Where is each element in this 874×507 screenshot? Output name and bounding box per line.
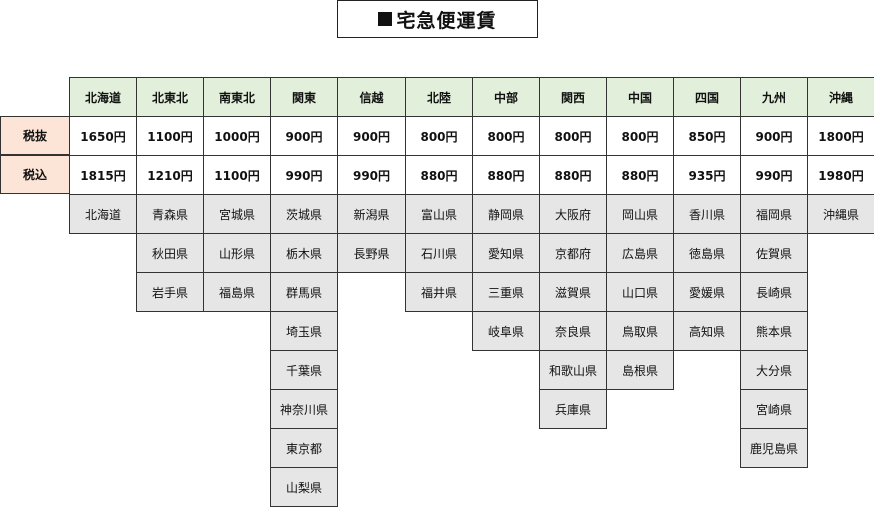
- prefecture-cell: 山口県: [606, 272, 674, 312]
- prefecture-cell: 滋賀県: [539, 272, 607, 312]
- prefecture-cell: 鳥取県: [606, 311, 674, 351]
- price-excl-cell: 900円: [270, 116, 338, 156]
- prefecture-cell: 奈良県: [539, 311, 607, 351]
- price-excl-cell: 800円: [606, 116, 674, 156]
- price-excl-cell: 900円: [337, 116, 406, 156]
- prefecture-cell: 京都府: [539, 233, 607, 273]
- price-excl-cell: 800円: [405, 116, 473, 156]
- price-excl-cell: 1800円: [807, 116, 874, 156]
- price-excl-cell: 800円: [472, 116, 540, 156]
- prefecture-cell: 富山県: [405, 194, 473, 234]
- price-incl-cell: 990円: [740, 155, 808, 195]
- prefecture-cell: 宮崎県: [740, 389, 808, 429]
- prefecture-cell: 佐賀県: [740, 233, 808, 273]
- region-header: 中国: [606, 77, 674, 117]
- prefecture-cell: 新潟県: [337, 194, 406, 234]
- price-incl-cell: 990円: [337, 155, 406, 195]
- price-excl-cell: 800円: [539, 116, 607, 156]
- prefecture-cell: 長野県: [337, 233, 406, 273]
- price-incl-cell: 935円: [673, 155, 741, 195]
- prefecture-cell: 静岡県: [472, 194, 540, 234]
- prefecture-cell: 長崎県: [740, 272, 808, 312]
- black-square-icon: [378, 12, 393, 26]
- prefecture-cell: 大阪府: [539, 194, 607, 234]
- prefecture-cell: 神奈川県: [270, 389, 338, 429]
- region-header: 沖縄: [807, 77, 874, 117]
- prefecture-cell: 徳島県: [673, 233, 741, 273]
- prefecture-cell: 福岡県: [740, 194, 808, 234]
- prefecture-cell: 茨城県: [270, 194, 338, 234]
- prefecture-cell: 愛媛県: [673, 272, 741, 312]
- region-header: 四国: [673, 77, 741, 117]
- price-excl-cell: 1650円: [69, 116, 137, 156]
- prefecture-cell: 鹿児島県: [740, 428, 808, 468]
- price-incl-cell: 880円: [472, 155, 540, 195]
- price-excl-cell: 1100円: [136, 116, 204, 156]
- region-header: 信越: [337, 77, 406, 117]
- prefecture-cell: 千葉県: [270, 350, 338, 390]
- prefecture-cell: 青森県: [136, 194, 204, 234]
- prefecture-cell: 山形県: [203, 233, 271, 273]
- region-header: 九州: [740, 77, 808, 117]
- prefecture-cell: 広島県: [606, 233, 674, 273]
- price-excl-cell: 850円: [673, 116, 741, 156]
- price-excl-cell: 1000円: [203, 116, 271, 156]
- region-header: 関西: [539, 77, 607, 117]
- region-header: 北陸: [405, 77, 473, 117]
- region-header: 北海道: [69, 77, 137, 117]
- prefecture-cell: 愛知県: [472, 233, 540, 273]
- prefecture-cell: 北海道: [69, 194, 137, 234]
- prefecture-cell: 群馬県: [270, 272, 338, 312]
- price-incl-cell: 990円: [270, 155, 338, 195]
- price-incl-cell: 1980円: [807, 155, 874, 195]
- prefecture-cell: 岐阜県: [472, 311, 540, 351]
- page-title: 宅急便運賃: [337, 0, 538, 38]
- prefecture-cell: 兵庫県: [539, 389, 607, 429]
- row-label-excl: 税抜: [0, 116, 70, 155]
- prefecture-cell: 福井県: [405, 272, 473, 312]
- prefecture-cell: 三重県: [472, 272, 540, 312]
- prefecture-cell: 栃木県: [270, 233, 338, 273]
- prefecture-cell: 熊本県: [740, 311, 808, 351]
- prefecture-cell: 石川県: [405, 233, 473, 273]
- region-header: 中部: [472, 77, 540, 117]
- price-incl-cell: 1210円: [136, 155, 204, 195]
- row-label-incl: 税込: [0, 155, 70, 194]
- prefecture-cell: 宮城県: [203, 194, 271, 234]
- prefecture-cell: 埼玉県: [270, 311, 338, 351]
- prefecture-cell: 東京都: [270, 428, 338, 468]
- prefecture-cell: 秋田県: [136, 233, 204, 273]
- prefecture-cell: 大分県: [740, 350, 808, 390]
- price-excl-cell: 900円: [740, 116, 808, 156]
- prefecture-cell: 和歌山県: [539, 350, 607, 390]
- price-incl-cell: 880円: [539, 155, 607, 195]
- price-incl-cell: 1815円: [69, 155, 137, 195]
- region-header: 南東北: [203, 77, 271, 117]
- page-title-text: 宅急便運賃: [396, 9, 497, 32]
- price-incl-cell: 880円: [405, 155, 473, 195]
- prefecture-cell: 島根県: [606, 350, 674, 390]
- price-incl-cell: 1100円: [203, 155, 271, 195]
- prefecture-cell: 香川県: [673, 194, 741, 234]
- prefecture-cell: 高知県: [673, 311, 741, 351]
- prefecture-cell: 福島県: [203, 272, 271, 312]
- price-incl-cell: 880円: [606, 155, 674, 195]
- prefecture-cell: 岡山県: [606, 194, 674, 234]
- region-header: 関東: [270, 77, 338, 117]
- prefecture-cell: 岩手県: [136, 272, 204, 312]
- region-header: 北東北: [136, 77, 204, 117]
- prefecture-cell: 山梨県: [270, 467, 338, 507]
- prefecture-cell: 沖縄県: [807, 194, 874, 234]
